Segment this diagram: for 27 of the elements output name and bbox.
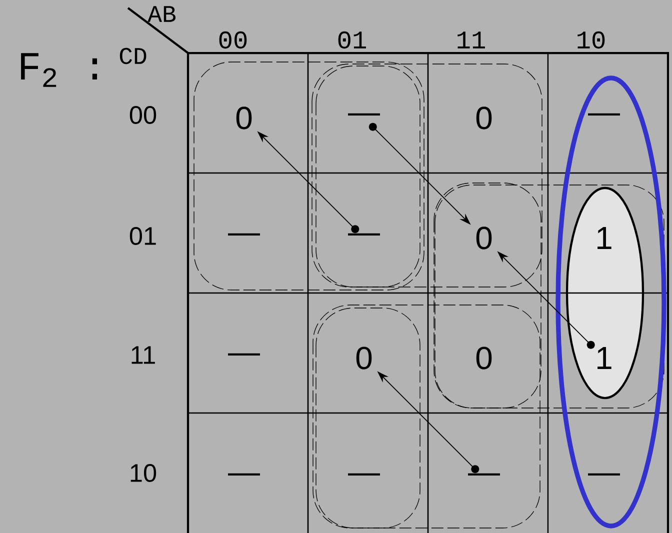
cell-value: 1: [598, 227, 612, 250]
cell-value: —: [588, 473, 620, 476]
row-header: 10: [130, 464, 156, 482]
row-header: 01: [130, 227, 156, 245]
column-header: 00: [219, 31, 247, 49]
row-header: 11: [132, 346, 155, 364]
cell-value: 1: [598, 347, 612, 370]
cell-value: —: [228, 473, 260, 476]
cell-value: —: [468, 473, 500, 476]
cell-value: —: [228, 353, 260, 356]
cell-value: —: [348, 233, 380, 236]
row-header: 00: [130, 106, 156, 124]
kmap-title: F$_{2}$ :: [21, 53, 98, 87]
cell-value: —: [348, 113, 380, 116]
cell-value: 0: [476, 106, 492, 130]
variable-label: AB: [148, 6, 176, 22]
cell-value: 0: [356, 346, 372, 370]
cell-value: 0: [236, 106, 252, 130]
column-header: 01: [338, 31, 366, 49]
cell-value: —: [228, 233, 260, 236]
column-header: 11: [458, 32, 485, 48]
cell-value: —: [348, 473, 380, 476]
column-header: 10: [578, 31, 605, 49]
variable-label: CD: [120, 48, 146, 64]
cell-value: 0: [476, 346, 492, 370]
cell-value: —: [588, 113, 620, 116]
cell-value: 0: [476, 226, 492, 250]
